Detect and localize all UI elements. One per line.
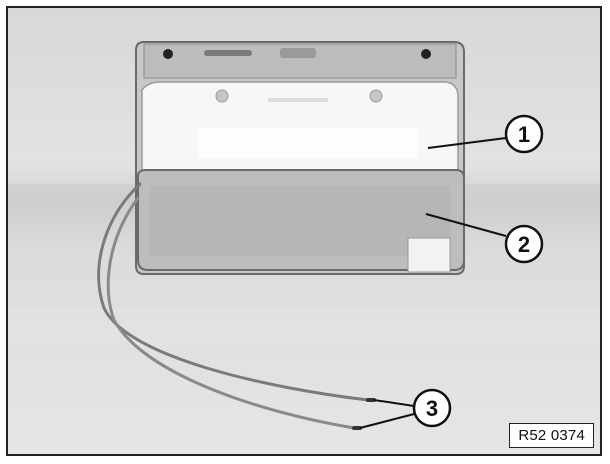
leader-lines: [359, 137, 507, 429]
housing-clip: [280, 48, 316, 58]
callout-2: 2: [504, 224, 544, 264]
leader-line-3b: [359, 413, 415, 429]
reference-code: R52 0374: [509, 423, 594, 448]
callout-2-label: 2: [518, 232, 530, 257]
leader-line-2: [425, 213, 507, 237]
callout-1: 1: [504, 114, 544, 154]
leader-line-1: [427, 137, 507, 149]
screw-hole-right: [421, 49, 431, 59]
callout-1-label: 1: [518, 122, 530, 147]
lamp-lens: [141, 81, 459, 179]
callout-3-label: 3: [426, 396, 438, 421]
photo-frame: 1 2 3 R52 0374: [6, 6, 602, 456]
housing-slot: [204, 50, 252, 56]
lens-highlight: [198, 128, 418, 158]
wire-2: [106, 196, 356, 430]
base-inner: [150, 186, 450, 256]
lamp-base: [137, 169, 465, 273]
lens-rivet: [215, 89, 229, 103]
lens-marking: [268, 98, 328, 102]
leader-line-3a: [373, 399, 415, 407]
lens-rivet: [369, 89, 383, 103]
background-streak: [8, 308, 600, 348]
callout-3: 3: [412, 388, 452, 428]
lamp-wires: [97, 182, 376, 430]
lamp-photo: 1 2 3: [8, 41, 600, 430]
base-label-sticker: [407, 237, 451, 273]
screw-hole-left: [163, 49, 173, 59]
